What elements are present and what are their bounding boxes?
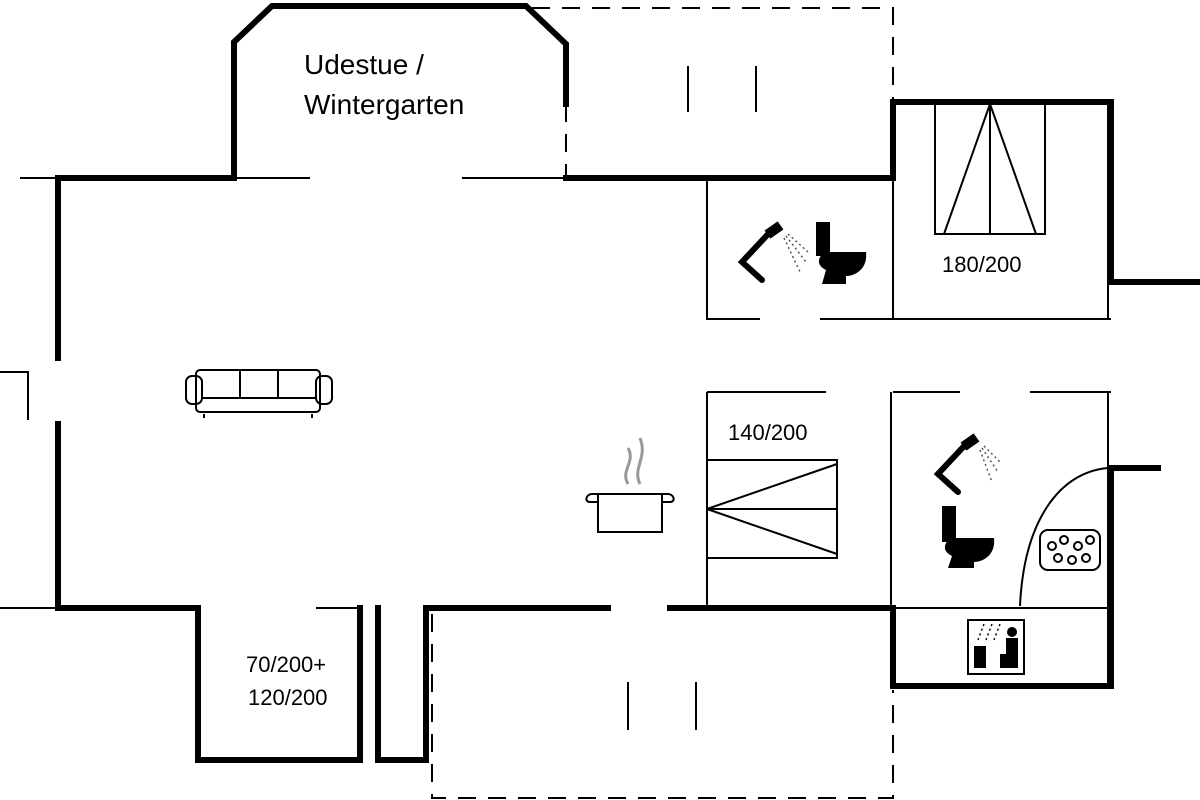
sauna-icon [967, 619, 1025, 675]
sofa-icon [185, 369, 333, 418]
toilet-icon [816, 222, 867, 284]
terrace-outlines [0, 7, 894, 799]
toilet-icon [942, 506, 995, 568]
walls [55, 3, 1200, 763]
shower-icon [737, 221, 809, 283]
bed-size-label-180: 180/200 [942, 252, 1022, 277]
cooking-pot-icon [585, 437, 675, 533]
interior-walls [0, 104, 1111, 684]
window-marks [627, 66, 757, 730]
whirlpool-tub-icon [1019, 467, 1109, 607]
winter-garden-label-2: Wintergarten [304, 89, 464, 120]
bed-size-label-140: 140/200 [728, 420, 808, 445]
bed-icon [706, 459, 838, 559]
winter-garden-label: Udestue / [304, 49, 424, 80]
bed-icon [934, 103, 1046, 235]
bed-size-label-120: 120/200 [248, 685, 328, 710]
shower-icon [933, 433, 1001, 495]
bed-size-label-70: 70/200+ [246, 652, 326, 677]
